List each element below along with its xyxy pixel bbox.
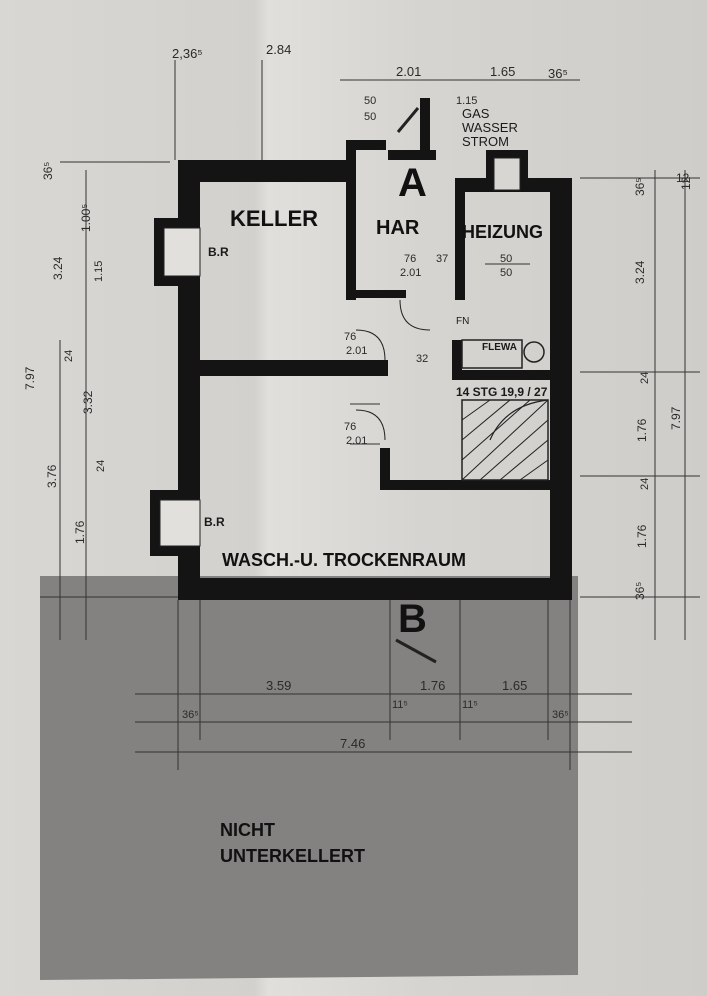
dim-inner-10: 50 <box>500 267 512 279</box>
not-cellared-area <box>40 576 578 980</box>
dim-right-9: 36⁵ <box>633 582 647 600</box>
dim-bottom-5: 36⁵ <box>182 709 199 721</box>
label-wasser: WASSER <box>462 120 518 135</box>
dim-bottom-8: 36⁵ <box>552 709 569 721</box>
dim-inner-7: 2.01 <box>346 435 367 447</box>
dim-top-8: 50 <box>364 95 376 107</box>
dim-right-6: 1.76 <box>635 418 649 442</box>
door-swings <box>355 107 437 664</box>
room-har: HAR <box>376 217 420 239</box>
dim-inner-8: 32 <box>416 353 428 365</box>
dim-inner-2: 2.01 <box>400 267 421 279</box>
dim-right-1: 36⁵ <box>633 178 647 196</box>
dim-bottom-2: 1.76 <box>420 678 445 693</box>
dim-top-4: 1.65 <box>490 64 515 79</box>
dimension-lines <box>40 60 700 770</box>
dim-bottom-7: 11⁵ <box>462 699 478 711</box>
label-nicht: NICHT <box>220 820 275 840</box>
label-strom: STROM <box>462 134 509 149</box>
dim-left-8: 3.76 <box>45 464 59 488</box>
dim-inner-6: 76 <box>344 421 356 433</box>
room-heizung: HEIZUNG <box>462 222 543 242</box>
dim-top-1: 2,36⁵ <box>172 46 203 61</box>
dim-top-3: 2.01 <box>396 64 421 79</box>
dim-top-2: 2.84 <box>266 42 291 57</box>
dim-left-4: 1.15 <box>93 261 105 282</box>
dim-left-5: 7.97 <box>23 366 37 390</box>
staircase <box>461 399 549 481</box>
label-gas: GAS <box>462 106 490 121</box>
dim-top-9: 50 <box>364 111 376 123</box>
dim-top-6: 12 <box>676 171 690 185</box>
label-stair: 14 STG 19,9 / 27 <box>456 385 548 399</box>
dim-inner-3: 37 <box>436 253 448 265</box>
dim-inner-1: 76 <box>404 253 416 265</box>
dim-right-2: 12 <box>679 176 693 190</box>
label-unterkellert: UNTERKELLERT <box>220 846 365 866</box>
section-marker-a: A <box>398 161 427 205</box>
dim-bottom-4: 7.46 <box>340 736 365 751</box>
dim-bottom-3: 1.65 <box>502 678 527 693</box>
dim-bottom-6: 11⁵ <box>392 699 408 711</box>
dim-left-10: 1.76 <box>73 520 87 544</box>
dim-right-3: 3.24 <box>633 260 647 284</box>
room-wasch-trockenraum: WASCH.-U. TROCKENRAUM <box>222 550 466 570</box>
dim-left-6: 24 <box>63 350 75 362</box>
dim-top-7: 1.15 <box>456 95 477 107</box>
dim-inner-5: 2.01 <box>346 345 367 357</box>
dim-right-5: 7.97 <box>669 406 683 430</box>
section-marker-b: B <box>398 597 427 641</box>
dim-inner-4: 76 <box>344 331 356 343</box>
flewa-unit <box>461 339 545 369</box>
dim-bottom-1: 3.59 <box>266 678 291 693</box>
dim-right-8: 1.76 <box>635 524 649 548</box>
label-br-top: B.R <box>208 245 229 259</box>
dim-inner-9: 50 <box>500 253 512 265</box>
dim-left-3: 3.24 <box>51 256 65 280</box>
windows <box>159 157 521 547</box>
label-fn: FN <box>456 316 469 327</box>
walls <box>150 98 572 600</box>
dim-right-4: 24 <box>639 372 651 384</box>
label-br-bottom: B.R <box>204 515 225 529</box>
dim-right-7: 24 <box>639 478 651 490</box>
label-flewa: FLEWA <box>482 342 517 353</box>
dim-left-2: 1.00⁵ <box>79 204 93 232</box>
dim-left-7: 3.32 <box>81 390 95 414</box>
dim-left-9: 24 <box>95 460 107 472</box>
dim-left-1: 36⁵ <box>41 162 55 180</box>
room-keller: KELLER <box>230 206 318 231</box>
dim-top-5: 36⁵ <box>548 66 568 81</box>
